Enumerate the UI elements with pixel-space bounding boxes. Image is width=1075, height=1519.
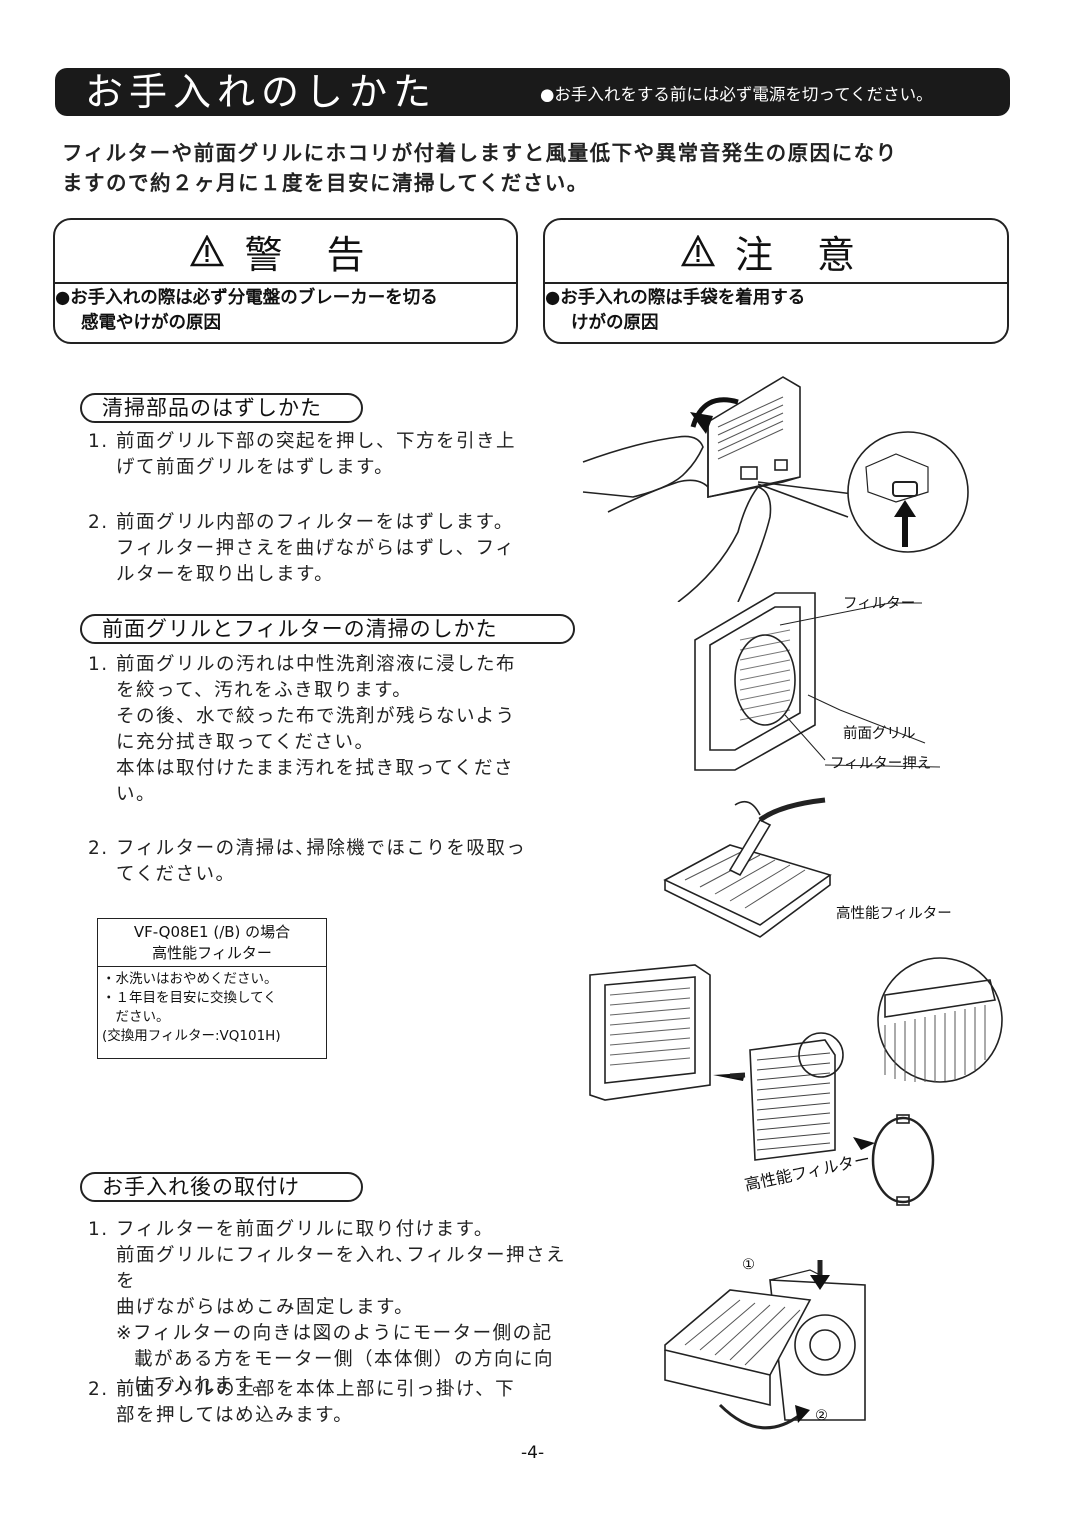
section-header-bar: お手入れのしかた ●お手入れをする前には必ず電源を切ってください。: [55, 68, 1010, 116]
step-line: 2. 前面グリルの上部を本体上部に引っ掛け、下: [88, 1379, 516, 1400]
label-filter: フィルター: [843, 596, 916, 612]
vacuum-cleaning-illustration: [663, 797, 832, 938]
label-step-one: ①: [742, 1257, 755, 1273]
power-off-note: ●お手入れをする前には必ず電源を切ってください。: [540, 85, 933, 104]
grill-reattach-illustration: [664, 1260, 866, 1430]
caution-title: 注 意: [734, 232, 872, 277]
section-heading-removal: 清掃部品のはずしかた: [80, 393, 363, 423]
intro-text: フィルターや前面グリルにホコリが付着しますと風量低下や異常音発生の原因になり ま…: [62, 138, 1012, 198]
grill-filter-illustration: [694, 592, 941, 771]
step-line: 本体は取付けたまま汚れを拭き取ってくださ: [116, 758, 514, 779]
notice-body: ・水洗いはおやめください。 ・１年目を目安に交換してく ださい。 (交換用フィル…: [98, 967, 326, 1049]
step-line: フィルター押さえを曲げながらはずし、フィ: [116, 538, 516, 559]
caution-line: けがの原因: [571, 313, 659, 333]
step-line: けて入れます。: [134, 1375, 273, 1396]
label-filter-holder: フィルター押え: [830, 756, 932, 772]
intro-line: フィルターや前面グリルにホコリが付着しますと風量低下や異常音発生の原因になり: [62, 141, 898, 165]
label-high-performance-filter: 高性能フィルター: [836, 906, 952, 922]
cleaning-step-1: 1. 前面グリルの汚れは中性洗剤溶液に浸した布 を絞って、汚れをふき取ります。 …: [88, 652, 568, 808]
intro-line: ますので約２ヶ月に１度を目安に清掃してください。: [62, 171, 589, 195]
warning-box: 警 告 ●お手入れの際は必ず分電盤のブレーカーを切る 感電やけがの原因: [53, 218, 518, 344]
step-line: ※フィルターの向きは図のようにモーター側の記: [116, 1323, 553, 1344]
filter-assembly-illustration: [589, 957, 1003, 1206]
warning-triangle-icon: [680, 235, 715, 267]
step-line: い。: [116, 784, 157, 805]
notice-line: (交換用フィルター:VQ101H): [102, 1028, 281, 1044]
notice-model: VF-Q08E1 (/B) の場合: [133, 923, 291, 941]
caution-line: ●お手入れの際は手袋を着用する: [545, 288, 806, 308]
warning-heading: 警 告: [55, 220, 516, 284]
warning-line: 感電やけがの原因: [81, 313, 221, 333]
caution-heading: 注 意: [545, 220, 1007, 284]
warning-text: ●お手入れの際は必ず分電盤のブレーカーを切る 感電やけがの原因: [55, 286, 516, 336]
step-line: 1. 前面グリル下部の突起を押し、下方を引き上: [88, 431, 517, 452]
step-line: 部を押してはめ込みます。: [116, 1405, 354, 1426]
reattach-step-2: 2. 前面グリルの上部を本体上部に引っ掛け、下 部を押してはめ込みます。: [88, 1377, 568, 1429]
notice-filter-name: 高性能フィルター: [152, 944, 272, 962]
notice-line: ・１年目を目安に交換してく: [102, 990, 277, 1006]
step-line: 2. 前面グリル内部のフィルターをはずします。: [88, 512, 514, 533]
step-line: に充分拭き取ってください。: [116, 732, 375, 753]
label-front-grill: 前面グリル: [843, 726, 916, 742]
step-line: ルターを取り出します。: [116, 564, 335, 585]
removal-step-2: 2. 前面グリル内部のフィルターをはずします。 フィルター押さえを曲げながらはず…: [88, 510, 568, 588]
notice-heading: VF-Q08E1 (/B) の場合 高性能フィルター: [98, 919, 326, 967]
warning-line: ●お手入れの際は必ず分電盤のブレーカーを切る: [55, 288, 438, 308]
step-line: 載がある方をモーター側（本体側）の方向に向: [134, 1349, 555, 1370]
notice-line: ださい。: [102, 1009, 170, 1025]
page-title: お手入れのしかた: [85, 70, 438, 114]
page-number: -4-: [521, 1443, 545, 1463]
section-heading-cleaning: 前面グリルとフィルターの清掃のしかた: [80, 614, 575, 644]
section-heading-reattach: お手入れ後の取付け: [80, 1172, 363, 1202]
step-line: 2. フィルターの清掃は､掃除機でほこりを吸取っ: [88, 838, 527, 859]
warning-title: 警 告: [244, 232, 381, 277]
high-performance-filter-notice: VF-Q08E1 (/B) の場合 高性能フィルター ・水洗いはおやめください。…: [97, 918, 327, 1059]
step-line: を絞って、汚れをふき取ります。: [116, 680, 413, 701]
grill-removal-illustration: [582, 376, 969, 602]
notice-line: ・水洗いはおやめください。: [102, 971, 278, 987]
label-step-two: ②: [815, 1408, 828, 1424]
warning-triangle-icon: [190, 235, 225, 267]
step-line: その後、水で絞った布で洗剤が残らないよう: [116, 706, 516, 727]
step-line: 曲げながらはめこみ固定します。: [116, 1297, 415, 1318]
removal-step-1: 1. 前面グリル下部の突起を押し、下方を引き上 げて前面グリルをはずします。: [88, 429, 568, 481]
reattach-step-1: 1. フィルターを前面グリルに取り付けます。 前面グリルにフィルターを入れ､フィ…: [88, 1217, 568, 1399]
step-line: げて前面グリルをはずします。: [116, 457, 395, 478]
caution-box: 注 意 ●お手入れの際は手袋を着用する けがの原因: [543, 218, 1009, 344]
step-line: 前面グリルにフィルターを入れ､フィルター押さえを: [116, 1245, 567, 1292]
step-line: 1. 前面グリルの汚れは中性洗剤溶液に浸した布: [88, 654, 517, 675]
step-line: てください。: [116, 864, 236, 885]
caution-text: ●お手入れの際は手袋を着用する けがの原因: [545, 286, 1007, 336]
step-line: 1. フィルターを前面グリルに取り付けます。: [88, 1219, 494, 1240]
cleaning-step-2: 2. フィルターの清掃は､掃除機でほこりを吸取っ てください。: [88, 836, 568, 888]
